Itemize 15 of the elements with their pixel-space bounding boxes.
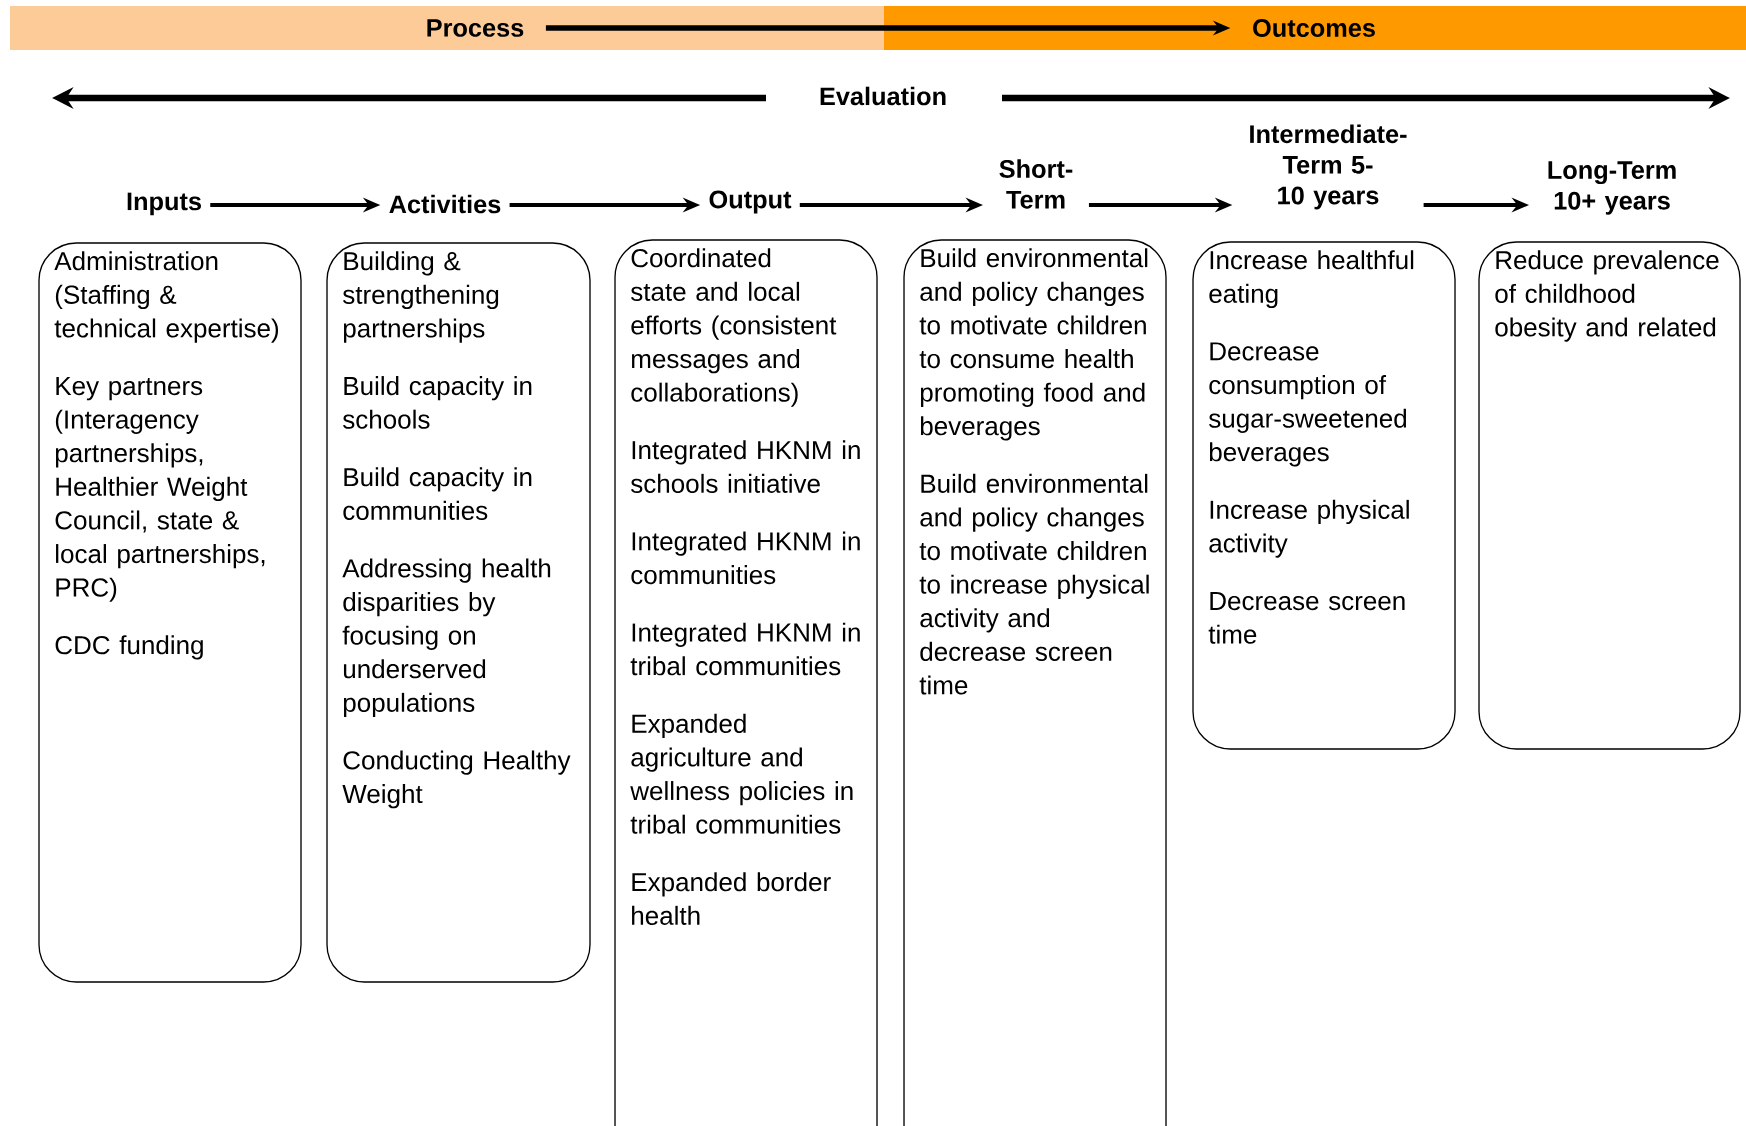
column-box: Building & strengthening partnerships Build capacity in schools Build capacity in communities Addressing health disparities by focusing on underserved populations Conducting Healthy Weight xyxy=(326,242,591,983)
column-box: Increase healthful eating Decrease consumption of sugar-sweetened beverages Increase physical activity Decrease screen time xyxy=(1192,241,1456,750)
column-box: Administration (Staffing & technical expertise) Key partners (Interagency partnerships, Healthier Weight Council, state & local partnerships, PRC) CDC funding xyxy=(38,242,302,983)
column-heading: Output xyxy=(709,190,792,214)
column-heading: Inputs xyxy=(127,192,201,216)
column-box: Reduce prevalence of childhood obesity and related xyxy=(1478,241,1741,750)
column-heading: Long-Term 10+ years xyxy=(1548,161,1676,215)
column-heading: Short-Term xyxy=(999,159,1073,209)
header-band: Outcomes xyxy=(884,6,1746,50)
header-band: Process xyxy=(10,6,884,50)
column-box: Build environmental and policy changes to motivate children to consume health promoting food and beverages Build environmental and policy changes to motivate children to increase physical activity and decrease screen time xyxy=(903,239,1167,1126)
column-heading: Activities xyxy=(389,194,501,214)
column-heading: Intermediate-Term 5-10 years xyxy=(1250,124,1407,210)
column-box: Coordinated state and local efforts (consistent messages and collaborations) Integrated HKNM in schools initiative Integrated HKNM in communities Integrated HKNM in tribal communities Expanded agriculture and wellness policies in tribal communities Expanded border health xyxy=(614,239,878,1126)
arrow-label: Evaluation xyxy=(820,86,946,106)
